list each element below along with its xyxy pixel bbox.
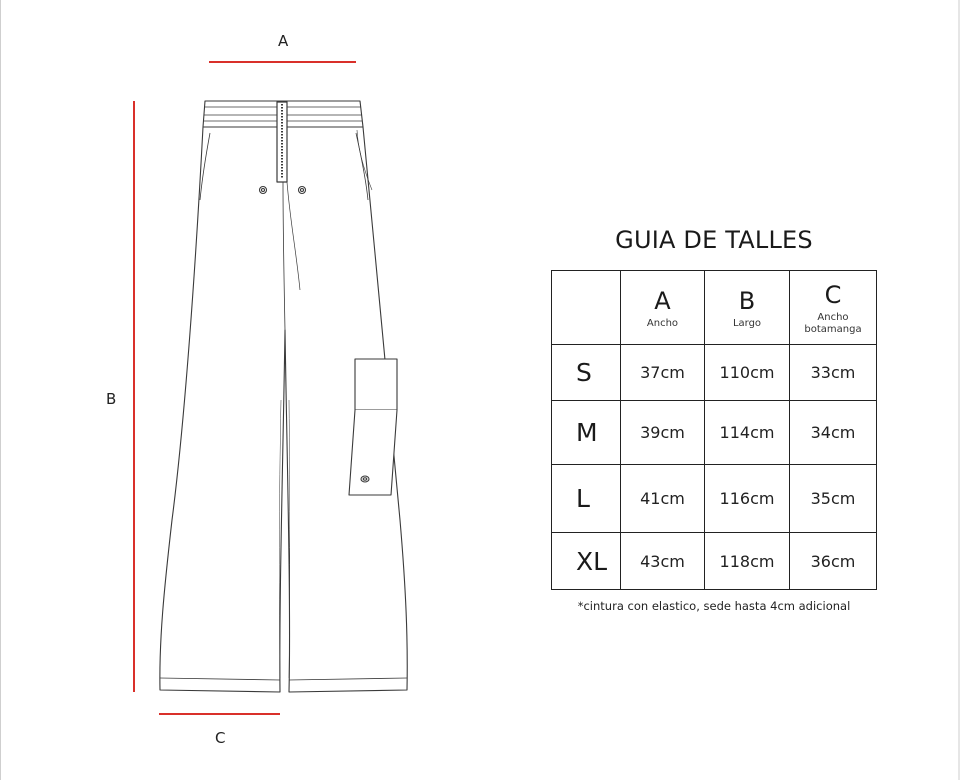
size-label: S bbox=[551, 344, 621, 401]
value-a: 41cm bbox=[620, 464, 705, 533]
size-label: XL bbox=[551, 532, 621, 590]
size-row-s: S 37cm 110cm 33cm bbox=[551, 344, 877, 401]
size-chart-title: GUIA DE TALLES bbox=[615, 226, 813, 254]
value-b: 118cm bbox=[704, 532, 790, 590]
value-c: 35cm bbox=[789, 464, 877, 533]
dimension-b-label: B bbox=[106, 390, 117, 408]
size-chart-footnote: *cintura con elastico, sede hasta 4cm ad… bbox=[577, 599, 851, 613]
value-b: 110cm bbox=[704, 344, 790, 401]
frame-right-edge bbox=[958, 0, 960, 780]
dimension-a-label: A bbox=[278, 32, 289, 50]
header-col-c: C Ancho botamanga bbox=[789, 270, 877, 345]
header-col-a: A Ancho bbox=[620, 270, 705, 345]
value-c: 36cm bbox=[789, 532, 877, 590]
header-a-letter: A bbox=[654, 286, 671, 315]
value-c: 34cm bbox=[789, 400, 877, 465]
value-c: 33cm bbox=[789, 344, 877, 401]
dimension-c-label: C bbox=[215, 729, 226, 747]
header-c-name: Ancho bbox=[817, 311, 849, 323]
header-a-name: Ancho bbox=[646, 317, 679, 329]
size-label: M bbox=[551, 400, 621, 465]
header-c-name-2: botamanga bbox=[804, 323, 862, 335]
value-a: 37cm bbox=[620, 344, 705, 401]
size-label: L bbox=[551, 464, 621, 533]
header-c-letter: C bbox=[824, 280, 842, 309]
dimension-b-line bbox=[133, 101, 135, 692]
size-row-m: M 39cm 114cm 34cm bbox=[551, 400, 877, 465]
size-row-l: L 41cm 116cm 35cm bbox=[551, 464, 877, 533]
dimension-a-line bbox=[209, 61, 356, 63]
frame-left-edge bbox=[0, 0, 1, 780]
value-a: 39cm bbox=[620, 400, 705, 465]
dimension-c-line bbox=[159, 713, 280, 715]
header-b-letter: B bbox=[738, 286, 756, 315]
header-empty-cell bbox=[551, 270, 621, 345]
size-chart-header-row: A Ancho B Largo C Ancho botamanga bbox=[551, 270, 877, 345]
value-b: 114cm bbox=[704, 400, 790, 465]
header-b-name: Largo bbox=[732, 317, 762, 329]
value-a: 43cm bbox=[620, 532, 705, 590]
size-chart-table: A Ancho B Largo C Ancho botamanga S 37cm… bbox=[551, 270, 877, 590]
header-col-b: B Largo bbox=[704, 270, 790, 345]
value-b: 116cm bbox=[704, 464, 790, 533]
size-row-xl: XL 43cm 118cm 36cm bbox=[551, 532, 877, 590]
